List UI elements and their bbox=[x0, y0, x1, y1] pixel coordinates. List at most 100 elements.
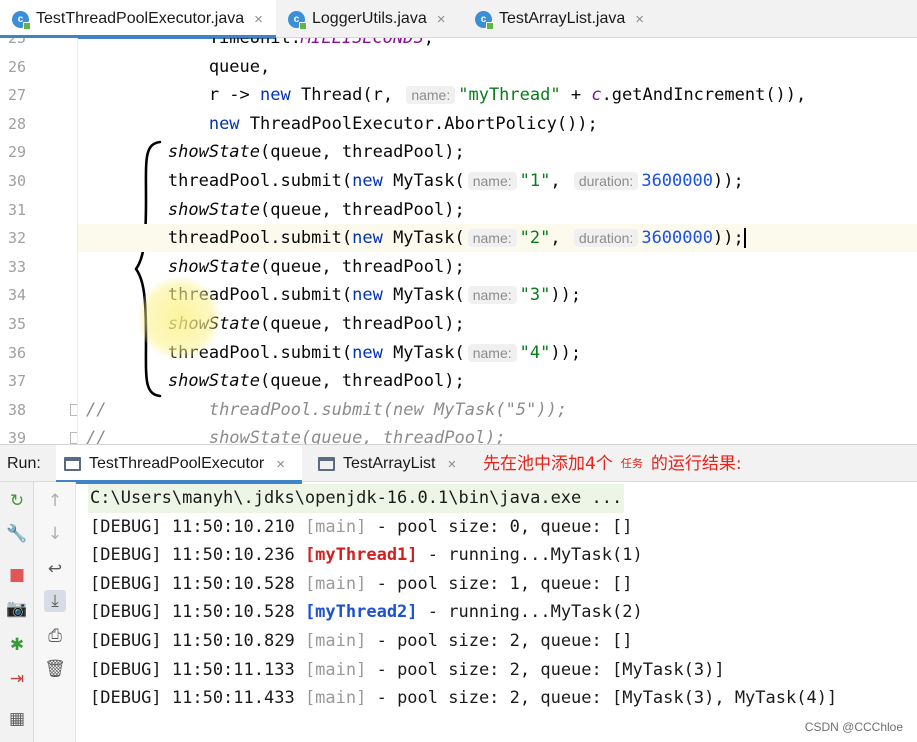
code-line[interactable]: threadPool.submit(new MyTask(name:"4")); bbox=[78, 339, 917, 367]
text-caret bbox=[743, 228, 746, 249]
console-output[interactable]: C:\Users\manyh\.jdks\openjdk-16.0.1\bin\… bbox=[76, 482, 917, 742]
exit-icon[interactable]: ⇥ bbox=[9, 668, 25, 689]
code-line[interactable]: showState(queue, threadPool); bbox=[78, 138, 917, 166]
run-tab-0[interactable]: TestThreadPoolExecutor× bbox=[56, 445, 302, 484]
line-number: 36 bbox=[7, 343, 26, 362]
line-number: 25 bbox=[7, 38, 26, 47]
log-text: - pool size: 1, queue: [] bbox=[366, 573, 633, 594]
code-token: showState bbox=[167, 142, 261, 163]
code-line[interactable]: // threadPool.submit(new MyTask("5")); bbox=[78, 396, 917, 424]
run-tab-label: TestArrayList bbox=[343, 455, 436, 472]
java-class-icon: c bbox=[12, 10, 31, 30]
arrow-up-icon[interactable]: ↑ bbox=[47, 490, 63, 511]
arrow-down-icon[interactable]: ↓ bbox=[47, 523, 63, 544]
line-number: 33 bbox=[7, 257, 26, 276]
thread-name: [myThread2] bbox=[304, 602, 418, 623]
camera-icon[interactable]: 📷 bbox=[6, 598, 28, 619]
code-token: showState bbox=[167, 256, 261, 277]
parameter-hint: duration: bbox=[573, 229, 639, 248]
close-icon[interactable]: × bbox=[447, 455, 457, 473]
code-line[interactable]: new ThreadPoolExecutor.AbortPolicy()); bbox=[78, 110, 917, 138]
close-icon[interactable]: × bbox=[436, 10, 446, 28]
code-token: + bbox=[560, 85, 592, 106]
scroll-to-end-icon[interactable]: ⤓ bbox=[44, 590, 66, 612]
parameter-hint: duration: bbox=[573, 172, 639, 190]
code-token: 3600000 bbox=[641, 171, 713, 191]
code-token: c bbox=[591, 85, 602, 106]
code-line[interactable]: // showState(queue, threadPool); bbox=[78, 424, 917, 444]
log-text: [DEBUG] 11:50:10.829 bbox=[90, 631, 305, 651]
code-token: (queue, threadPool); bbox=[260, 142, 465, 163]
close-icon[interactable]: × bbox=[635, 10, 645, 28]
code-token: (queue, threadPool); bbox=[260, 256, 465, 277]
close-icon[interactable]: × bbox=[276, 455, 285, 473]
thread-name: [myThread1] bbox=[304, 545, 418, 566]
line-number: 28 bbox=[7, 114, 26, 133]
debug-settings-icon[interactable]: ✱ bbox=[9, 634, 25, 655]
layout-icon[interactable]: ▦ bbox=[8, 708, 26, 729]
code-token: new bbox=[352, 171, 383, 191]
code-line[interactable]: showState(queue, threadPool); bbox=[78, 310, 917, 338]
run-tab-1[interactable]: TestArrayList × bbox=[310, 445, 470, 483]
line-number: 32 bbox=[7, 229, 26, 248]
parameter-hint: name: bbox=[406, 86, 456, 105]
parameter-hint: name: bbox=[467, 172, 517, 190]
rerun-icon[interactable]: ↻ bbox=[9, 490, 25, 511]
log-text: - pool size: 0, queue: [] bbox=[366, 516, 633, 537]
thread-name: [main] bbox=[304, 573, 367, 594]
code-token: new bbox=[352, 285, 383, 306]
trash-icon[interactable]: 🗑 bbox=[44, 658, 66, 679]
code-token: TimeUnit. bbox=[86, 38, 301, 48]
code-line[interactable]: showState(queue, threadPool); bbox=[78, 196, 917, 224]
stop-icon[interactable]: ■ bbox=[8, 564, 26, 585]
code-token: threadPool.submit( bbox=[86, 171, 353, 191]
code-line[interactable]: queue, bbox=[78, 53, 917, 81]
code-token: Thread(r, bbox=[290, 85, 404, 106]
line-number: 34 bbox=[7, 286, 26, 305]
code-token: , bbox=[423, 38, 435, 48]
code-line[interactable]: threadPool.submit(new MyTask(name:"3")); bbox=[78, 281, 917, 309]
code-token: "myThread" bbox=[458, 85, 561, 106]
code-line[interactable]: showState(queue, threadPool); bbox=[78, 367, 917, 395]
wrench-icon[interactable]: 🔧 bbox=[6, 523, 28, 544]
log-text: [DEBUG] 11:50:11.433 bbox=[90, 688, 305, 709]
code-token: queue, bbox=[86, 56, 271, 77]
code-token: , bbox=[550, 171, 571, 191]
code-token: MyTask( bbox=[382, 228, 465, 249]
code-line[interactable]: threadPool.submit(new MyTask(name:"1", d… bbox=[78, 167, 917, 195]
line-number: 26 bbox=[7, 57, 26, 76]
code-editor[interactable]: TimeUnit.MILLISECONDS, queue, r -> new T… bbox=[78, 38, 917, 444]
thread-name: [main] bbox=[304, 516, 367, 537]
code-line[interactable]: showState(queue, threadPool); bbox=[78, 253, 917, 281]
close-icon[interactable]: × bbox=[254, 10, 263, 28]
code-line[interactable]: TimeUnit.MILLISECONDS, bbox=[78, 38, 917, 52]
console-log-line: [DEBUG] 11:50:11.433 [main] - pool size:… bbox=[90, 684, 837, 713]
brace-annotation bbox=[134, 140, 162, 398]
code-token bbox=[86, 114, 209, 134]
annotation-note: 先在池中添加4个任务的运行结果: bbox=[483, 445, 742, 483]
code-token bbox=[86, 200, 168, 220]
soft-wrap-icon[interactable]: ↩ bbox=[47, 558, 63, 579]
fold-marker-icon[interactable] bbox=[70, 403, 77, 416]
code-token: )); bbox=[550, 342, 582, 363]
run-toolbar-secondary: ↑ ↓ ↩ ⤓ ⎙ 🗑 bbox=[34, 482, 76, 742]
code-token: ThreadPoolExecutor.AbortPolicy()); bbox=[239, 113, 598, 134]
console-log-line: [DEBUG] 11:50:10.236 [myThread1] - runni… bbox=[90, 541, 643, 570]
code-token: MILLISECONDS bbox=[300, 38, 424, 48]
thread-name: [main] bbox=[304, 659, 367, 680]
editor-tab-label: LoggerUtils.java bbox=[312, 10, 427, 27]
parameter-hint: name: bbox=[467, 286, 517, 305]
print-icon[interactable]: ⎙ bbox=[48, 625, 62, 646]
thread-name: [main] bbox=[304, 631, 367, 651]
code-token: showState(queue, threadPool); bbox=[106, 428, 506, 444]
code-line[interactable]: threadPool.submit(new MyTask(name:"2", d… bbox=[78, 224, 917, 253]
log-text: [DEBUG] 11:50:10.236 bbox=[90, 545, 305, 566]
fold-marker-icon[interactable] bbox=[70, 432, 77, 444]
code-line[interactable]: r -> new Thread(r, name:"myThread" + c.g… bbox=[78, 81, 917, 109]
run-tab-bar: Run: 先在池中添加4个任务的运行结果: TestThreadPoolExec… bbox=[0, 444, 917, 484]
